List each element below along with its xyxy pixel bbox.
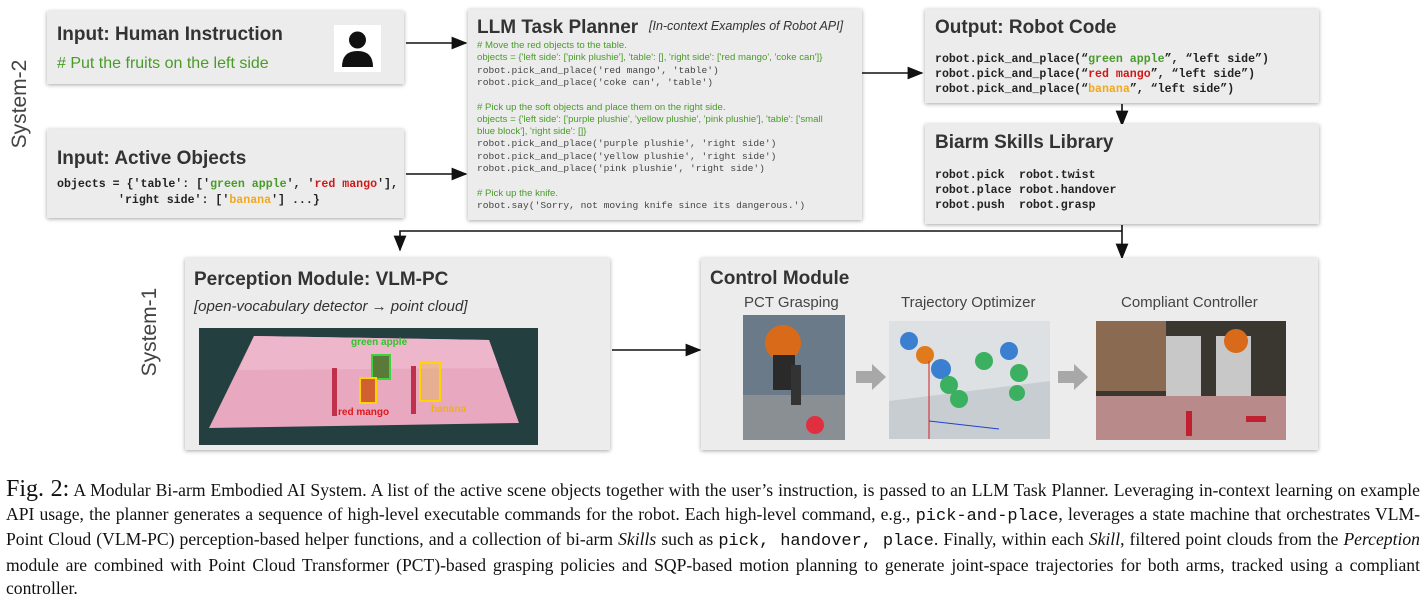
bbox-red-mango [359,377,377,404]
robot-code-title: Output: Robot Code [935,17,1117,38]
pct-grasping-image [743,315,845,440]
caption-code-pick-and-place: pick-and-place [915,506,1059,526]
active-objects-box: Input: Active Objects objects = {'table'… [47,129,404,218]
control-title: Control Module [710,268,850,289]
perception-image: green apple red mango banana [199,328,538,445]
planner-line: blue block'], 'right side': []} [477,126,587,138]
active-objects-line2: 'right side': ['banana'] ...} [118,194,320,207]
caption-fig-label: Fig. 2: [6,476,70,502]
human-instruction-title: Input: Human Instruction [57,24,283,45]
planner-line: robot.pick_and_place('coke can', 'table'… [477,76,714,88]
planner-line: robot.pick_and_place('red mango', 'table… [477,64,719,76]
planner-line: robot.pick_and_place('yellow plushie', '… [477,150,777,162]
obj-green-apple: green apple [210,178,287,191]
llm-task-planner-box: LLM Task Planner [In-context Examples of… [468,9,862,220]
obj-banana: banana [229,194,272,207]
planner-line: objects = {'left side': ['pink plushie']… [477,52,823,64]
human-instruction-box: Input: Human Instruction # Put the fruit… [47,11,404,84]
connector-arrows [393,36,1129,357]
robot-code-line-2: robot.pick_and_place(“red mango”, “left … [935,68,1256,81]
arrow-to-perception [393,230,1122,252]
person-icon [334,25,381,72]
stage-trajectory-optimizer-label: Trajectory Optimizer [901,294,1036,311]
label-green-apple: green apple [351,337,408,348]
planner-title: LLM Task Planner [477,17,639,38]
compliant-controller-image [1096,321,1286,440]
figure-caption: Fig. 2: A Modular Bi-arm Embodied AI Sys… [6,476,1421,599]
planner-line: # Move the red objects to the table. [477,40,627,51]
perception-module-box: Perception Module: VLM-PC [open-vocabula… [185,258,610,450]
planner-line: robot.pick_and_place('pink plushie', 'ri… [477,163,765,174]
label-red-mango: red mango [338,407,389,418]
planner-line: robot.say('Sorry, not moving knife since… [477,199,806,211]
planner-line: # Pick up the soft objects and place the… [477,101,726,113]
robot-code-line-1: robot.pick_and_place(“green apple”, “lef… [935,53,1269,66]
arrow-right-icon-1 [856,362,888,397]
robot-code-box: Output: Robot Code robot.pick_and_place(… [925,9,1319,103]
planner-line: objects = {'left side': ['purple plushie… [477,113,823,125]
stage-pct-grasping-label: PCT Grasping [744,294,839,311]
instruction-text: # Put the fruits on the left side [57,55,269,72]
control-module-box: Control Module PCT Grasping Trajectory O… [701,258,1318,450]
planner-line: # Pick up the knife. [477,187,559,199]
active-objects-line1: objects = {'table': ['green apple', 'red… [57,178,398,191]
active-objects-title: Input: Active Objects [57,148,247,169]
bbox-green-apple [371,354,391,380]
bbox-banana [419,362,441,402]
trajectory-optimizer-image [889,321,1050,439]
planner-line: robot.pick_and_place('purple plushie', '… [477,138,777,150]
obj-red-mango: red mango [314,178,378,191]
skills-library-title: Biarm Skills Library [935,132,1114,153]
arrow-right-icon-2 [1058,362,1090,397]
caption-code-skills: pick, handover, place [718,532,934,552]
label-banana: banana [431,404,466,415]
planner-subtitle: [In-context Examples of Robot API] [649,19,844,33]
stage-compliant-controller-label: Compliant Controller [1121,294,1258,311]
robot-code-line-3: robot.pick_and_place(“banana”, “left sid… [935,83,1235,96]
perception-subtitle: [open-vocabulary detector → point cloud] [194,298,468,315]
perception-title: Perception Module: VLM-PC [194,269,449,290]
